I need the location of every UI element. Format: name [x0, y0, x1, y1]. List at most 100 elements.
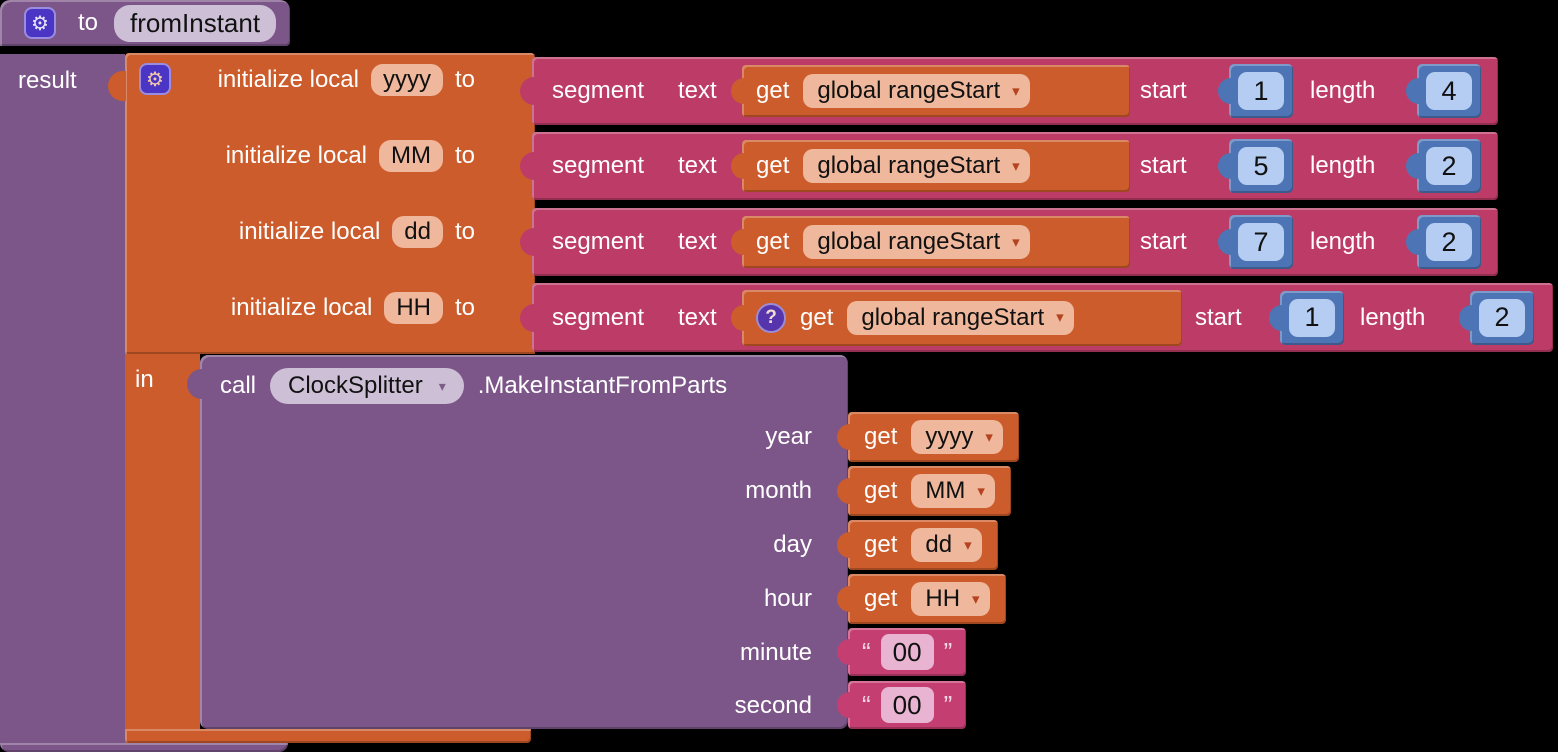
number-block[interactable]: 7: [1229, 215, 1293, 269]
number-field[interactable]: 2: [1426, 223, 1472, 261]
get-variable-block[interactable]: get MM ▾: [848, 466, 1011, 516]
segment-label: segment: [552, 152, 645, 179]
number-block[interactable]: 4: [1417, 64, 1481, 118]
variable-dropdown[interactable]: global rangeStart ▾: [847, 300, 1074, 335]
text-string-block[interactable]: “ 00 ”: [848, 628, 967, 676]
local-var-field[interactable]: HH: [384, 292, 443, 324]
initialize-local-label: initialize local: [225, 142, 367, 169]
number-field[interactable]: 1: [1289, 298, 1335, 337]
mutator-gear-icon[interactable]: ⚙: [24, 7, 56, 39]
mutator-gear-icon[interactable]: ⚙: [139, 63, 171, 95]
length-label: length: [1360, 303, 1426, 331]
start-label: start: [1195, 303, 1242, 331]
component-dropdown[interactable]: ClockSplitter ▾: [270, 368, 464, 404]
number-block[interactable]: 1: [1280, 290, 1344, 345]
get-variable-block[interactable]: get global rangeStart ▾: [742, 216, 1130, 268]
start-label: start: [1140, 228, 1187, 255]
get-variable-block[interactable]: get HH ▾: [848, 574, 1006, 624]
warning-icon[interactable]: ?: [756, 302, 786, 333]
number-field[interactable]: 2: [1426, 147, 1472, 185]
method-name-label: .MakeInstantFromParts: [477, 372, 728, 399]
initialize-local-block[interactable]: ⚙ initialize local yyyy to initialize lo…: [108, 53, 535, 354]
text-field[interactable]: 00: [880, 634, 934, 670]
get-variable-block[interactable]: get yyyy ▾: [848, 412, 1019, 462]
chevron-down-icon: ▾: [977, 482, 985, 500]
segment-block[interactable]: segment text get global rangeStart ▾ sta…: [532, 57, 1498, 125]
param-label-day: day: [773, 531, 812, 558]
variable-dropdown[interactable]: global rangeStart ▾: [803, 149, 1030, 183]
local-var-field[interactable]: MM: [379, 140, 443, 172]
chevron-down-icon: ▾: [1012, 233, 1020, 251]
text-label: text: [678, 228, 717, 255]
result-label: result: [18, 67, 77, 94]
get-variable-block[interactable]: ? get global rangeStart ▾: [742, 289, 1182, 346]
local-var-field[interactable]: dd: [392, 216, 443, 248]
variable-dropdown[interactable]: global rangeStart ▾: [803, 225, 1030, 259]
get-label: get: [756, 228, 790, 255]
param-label-second: second: [734, 692, 812, 719]
number-block[interactable]: 2: [1417, 139, 1481, 193]
number-field[interactable]: 7: [1238, 223, 1284, 261]
to-label: to: [454, 66, 475, 93]
procedure-block-header[interactable]: ⚙ to fromInstant: [0, 0, 290, 46]
open-quote-icon: “: [862, 636, 871, 667]
variable-dropdown[interactable]: HH ▾: [911, 582, 990, 616]
segment-label: segment: [552, 77, 645, 104]
to-label: to: [454, 294, 475, 321]
number-field[interactable]: 5: [1238, 147, 1284, 185]
close-quote-icon: ”: [943, 636, 953, 667]
segment-label: segment: [552, 303, 645, 331]
procedure-name-field[interactable]: fromInstant: [114, 4, 277, 42]
in-label: in: [135, 366, 154, 393]
initialize-local-bottom[interactable]: [125, 729, 531, 743]
number-block[interactable]: 1: [1229, 64, 1293, 118]
length-label: length: [1310, 152, 1376, 179]
chevron-down-icon: ▾: [1012, 157, 1020, 175]
text-label: text: [678, 77, 717, 104]
local-row-HH: initialize local HH to: [125, 283, 535, 333]
text-label: text: [678, 303, 717, 331]
param-label-hour: hour: [763, 585, 812, 612]
number-block[interactable]: 2: [1470, 290, 1534, 345]
get-label: get: [756, 77, 790, 104]
initialize-local-in-arm[interactable]: in: [125, 354, 200, 743]
variable-dropdown[interactable]: MM ▾: [911, 474, 995, 508]
number-field[interactable]: 1: [1238, 72, 1284, 110]
initialize-local-label: initialize local: [238, 218, 381, 245]
segment-block[interactable]: segment text get global rangeStart ▾ sta…: [532, 132, 1498, 200]
get-variable-block[interactable]: get global rangeStart ▾: [742, 140, 1130, 192]
variable-dropdown[interactable]: yyyy ▾: [911, 420, 1003, 454]
chevron-down-icon: ▾: [1056, 309, 1064, 326]
get-label: get: [864, 477, 898, 504]
start-label: start: [1140, 152, 1187, 179]
param-label-minute: minute: [739, 639, 812, 666]
initialize-local-label: initialize local: [230, 294, 373, 321]
number-block[interactable]: 2: [1417, 215, 1481, 269]
text-string-block[interactable]: “ 00 ”: [848, 681, 967, 729]
segment-block[interactable]: segment text get global rangeStart ▾ sta…: [532, 208, 1498, 276]
get-variable-block[interactable]: get global rangeStart ▾: [742, 65, 1130, 117]
local-var-field[interactable]: yyyy: [370, 64, 443, 96]
segment-label: segment: [552, 228, 645, 255]
length-label: length: [1310, 228, 1376, 255]
get-variable-block[interactable]: get dd ▾: [848, 520, 998, 570]
number-field[interactable]: 4: [1426, 72, 1472, 110]
procedure-block-body[interactable]: [0, 54, 125, 743]
initialize-local-label: initialize local: [217, 66, 359, 93]
param-label-month: month: [745, 477, 812, 504]
close-quote-icon: ”: [943, 689, 953, 720]
variable-dropdown[interactable]: dd ▾: [911, 528, 982, 562]
get-label: get: [800, 303, 834, 331]
param-label-year: year: [765, 423, 812, 450]
start-label: start: [1140, 77, 1187, 104]
procedure-block-footer[interactable]: [0, 743, 288, 752]
text-field[interactable]: 00: [880, 687, 934, 723]
get-label: get: [756, 152, 790, 179]
segment-block[interactable]: segment text ? get global rangeStart ▾ s…: [532, 283, 1553, 352]
call-method-block[interactable]: call ClockSplitter ▾ .MakeInstantFromPar…: [187, 355, 848, 729]
get-label: get: [864, 585, 898, 612]
variable-dropdown[interactable]: global rangeStart ▾: [803, 74, 1030, 108]
number-block[interactable]: 5: [1229, 139, 1293, 193]
number-field[interactable]: 2: [1479, 298, 1525, 337]
